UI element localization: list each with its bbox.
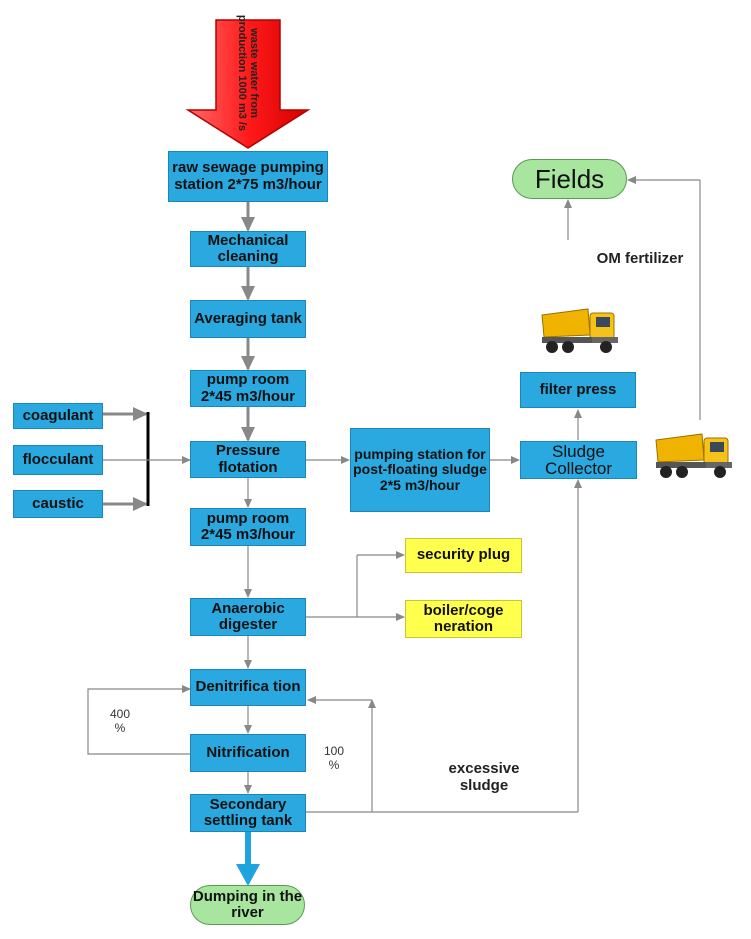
denitrification-tank: Denitrifica tion (190, 669, 306, 706)
raw-sewage-pumping-station: raw sewage pumping station 2*75 m3/hour (168, 151, 328, 202)
boiler-cogeneration: boiler/coge neration (405, 600, 522, 638)
pump-room-1: pump room 2*45 m3/hour (190, 370, 306, 407)
recycle-100-label: 100 % (323, 744, 345, 772)
outflow-arrow (236, 864, 260, 886)
sludge-collector: Sludge Collector (520, 441, 637, 479)
recycle-400-label: 400 % (109, 707, 131, 735)
mechanical-cleaning: Mechanical cleaning (190, 231, 306, 267)
dump-truck-icon (655, 433, 732, 478)
coagulant-box: coagulant (13, 403, 103, 429)
post-floating-sludge-pumping-station: pumping station for post-floating sludge… (350, 428, 490, 512)
secondary-settling-tank: Secondary settling tank (190, 794, 306, 832)
flocculant-box: flocculant (13, 445, 103, 475)
fields-terminal: Fields (512, 159, 627, 199)
nitrification-tank: Nitrification (190, 734, 306, 772)
excessive-sludge-label: excessive sludge (448, 760, 520, 795)
inflow-arrow (185, 19, 311, 149)
averaging-tank: Averaging tank (190, 300, 306, 338)
filter-press: filter press (520, 372, 636, 408)
inflow-label: waste water from production 1000 m3 /s (236, 14, 260, 132)
anaerobic-digester: Anaerobic digester (190, 598, 306, 636)
pump-room-2: pump room 2*45 m3/hour (190, 508, 306, 546)
dump-truck-icon (541, 308, 618, 353)
caustic-box: caustic (13, 490, 103, 518)
pressure-flotation: Pressure flotation (190, 441, 306, 478)
dumping-in-river-terminal: Dumping in the river (190, 885, 305, 925)
security-plug: security plug (405, 538, 522, 573)
om-fertilizer-label: OM fertilizer (596, 250, 684, 267)
